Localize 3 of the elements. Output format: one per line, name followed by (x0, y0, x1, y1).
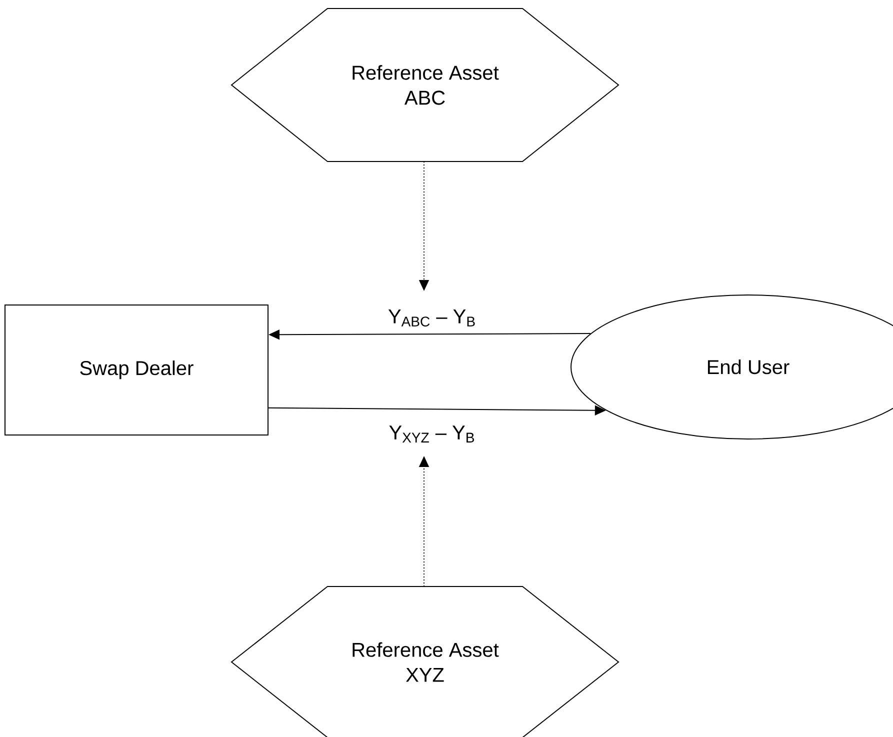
edge-label: Y$_{XYZ}$ – Y$_{B}$ (388, 424, 476, 444)
process-box: Swap Dealer (4, 304, 268, 436)
edge-label: Y$_{ABC}$ – Y$_{B}$ (386, 308, 478, 328)
